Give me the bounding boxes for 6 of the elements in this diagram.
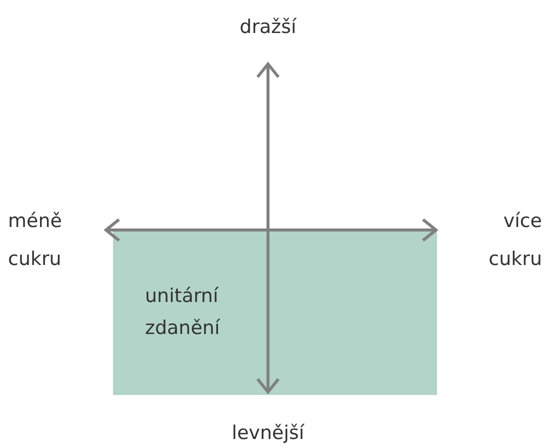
axis-label: více cukru [488, 209, 542, 272]
axis-label: dražší [238, 15, 298, 40]
axis-label: levnější [230, 421, 306, 446]
axis-label: méně cukru [8, 209, 63, 272]
area-label: unitární zdanění [145, 284, 222, 341]
quadrant-area [113, 230, 437, 395]
